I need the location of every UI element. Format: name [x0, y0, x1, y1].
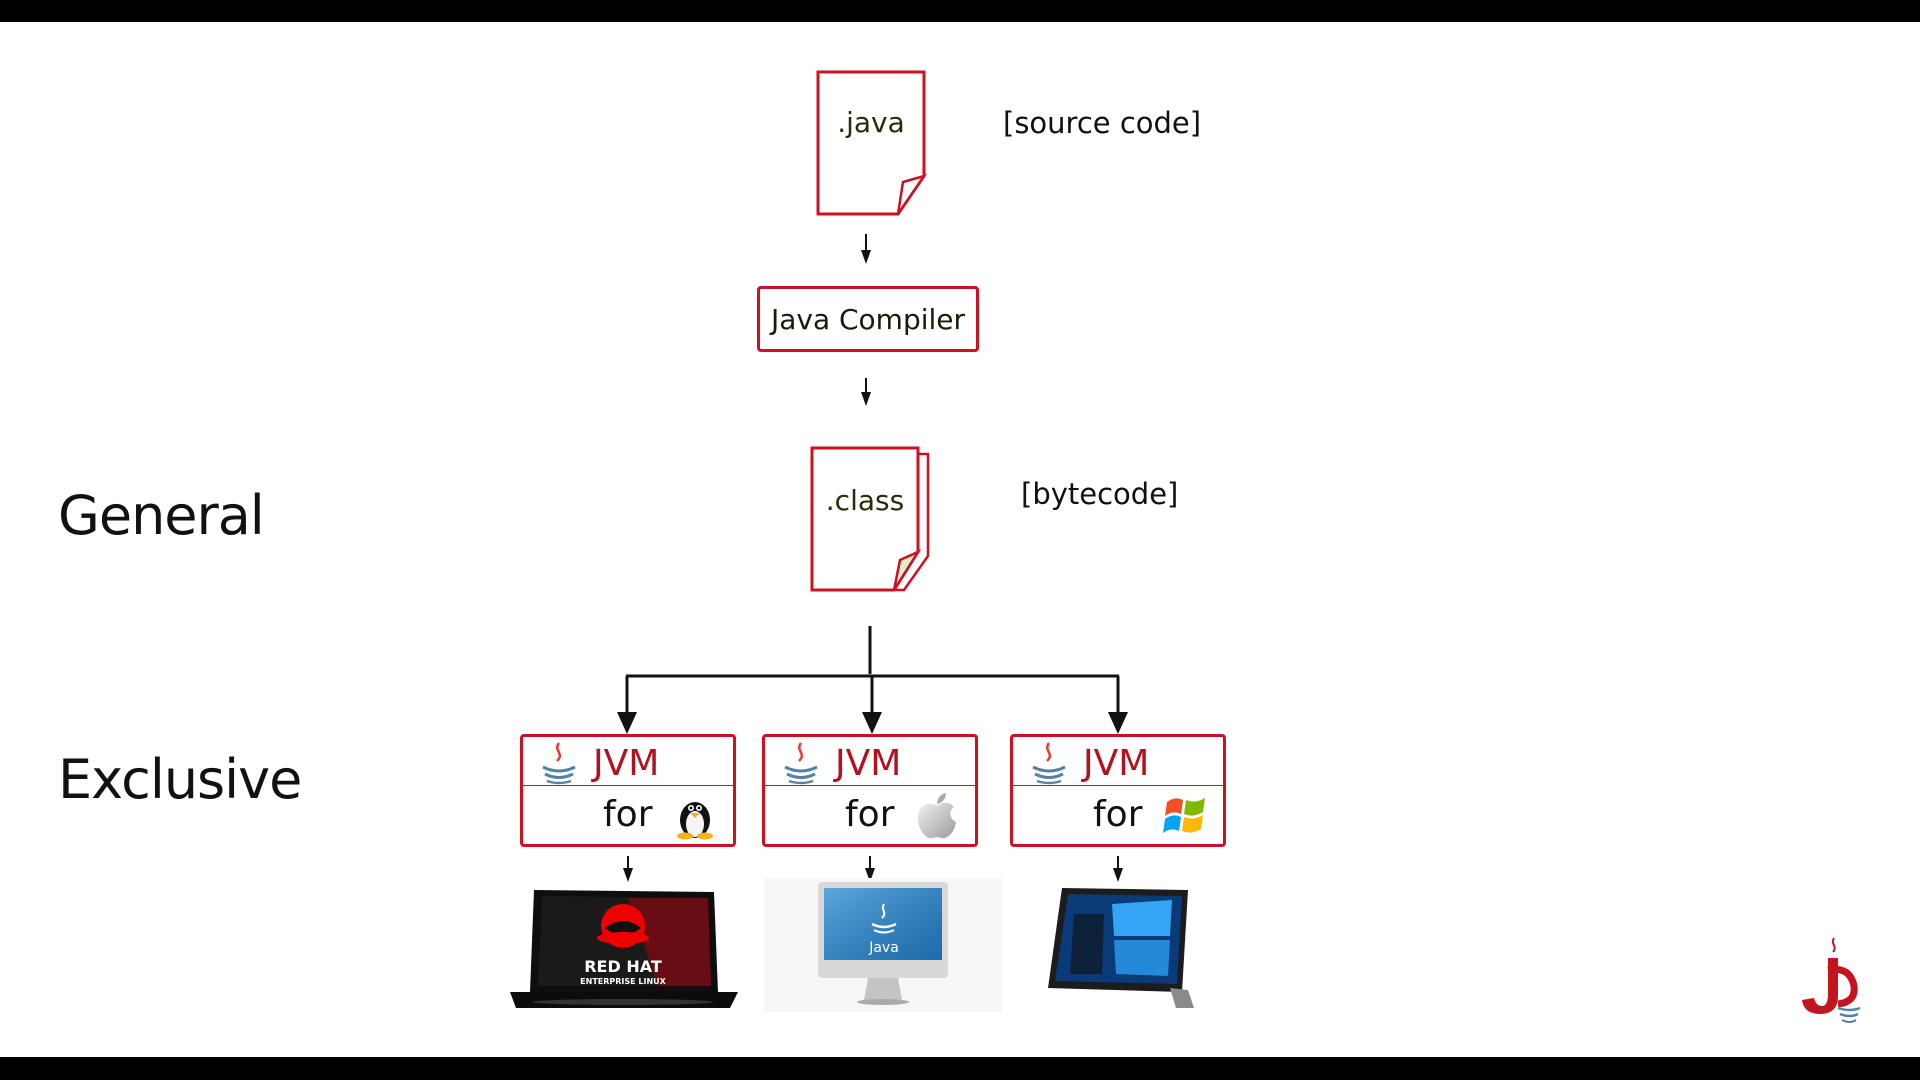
imac-java-image: Java: [764, 878, 1002, 1012]
jvm-for-label: for: [845, 794, 895, 835]
general-label: General: [58, 484, 265, 547]
rhel-wordmark: ENTERPRISE LINUX: [580, 977, 667, 986]
jvm-title: JVM: [593, 743, 660, 784]
source-code-note: [source code]: [1003, 106, 1202, 140]
jvm-for-label: for: [603, 794, 653, 835]
apple-icon: [917, 793, 956, 839]
top-letterbox-bar: [0, 0, 1920, 22]
java-compiler-label: Java Compiler: [770, 302, 966, 336]
class-file-label: .class: [825, 484, 905, 517]
jvm-mac-box: JVM for: [762, 734, 978, 847]
red-hat-wordmark: RED HAT: [584, 957, 662, 976]
java-compiler-box: Java Compiler: [757, 286, 979, 352]
java-document-icon: [816, 70, 927, 216]
jvm-title: JVM: [835, 743, 902, 784]
brand-logo-icon: [1802, 937, 1861, 1023]
exclusive-label: Exclusive: [58, 748, 302, 811]
red-hat-logo-icon: [597, 904, 649, 948]
imac-java-text: Java: [868, 940, 899, 956]
java-file-label: .java: [837, 106, 905, 139]
windows-icon: [1163, 798, 1205, 833]
jvm-for-label: for: [1093, 794, 1143, 835]
bottom-letterbox-bar: [0, 1057, 1920, 1080]
red-hat-laptop-image: RED HAT ENTERPRISE LINUX: [510, 890, 738, 1008]
jvm-linux-box: JVM for: [520, 734, 736, 847]
java-cup-icon: [1032, 742, 1066, 785]
java-cup-icon: [542, 742, 576, 785]
jvm-windows-box: JVM for: [1010, 734, 1226, 847]
jvm-title: JVM: [1083, 743, 1150, 784]
java-cup-icon: [784, 742, 818, 785]
bytecode-note: [bytecode]: [1021, 477, 1179, 511]
linux-penguin-icon: [677, 802, 713, 840]
surface-tablet-image: [1048, 888, 1194, 1008]
class-document-icon: [810, 446, 930, 592]
